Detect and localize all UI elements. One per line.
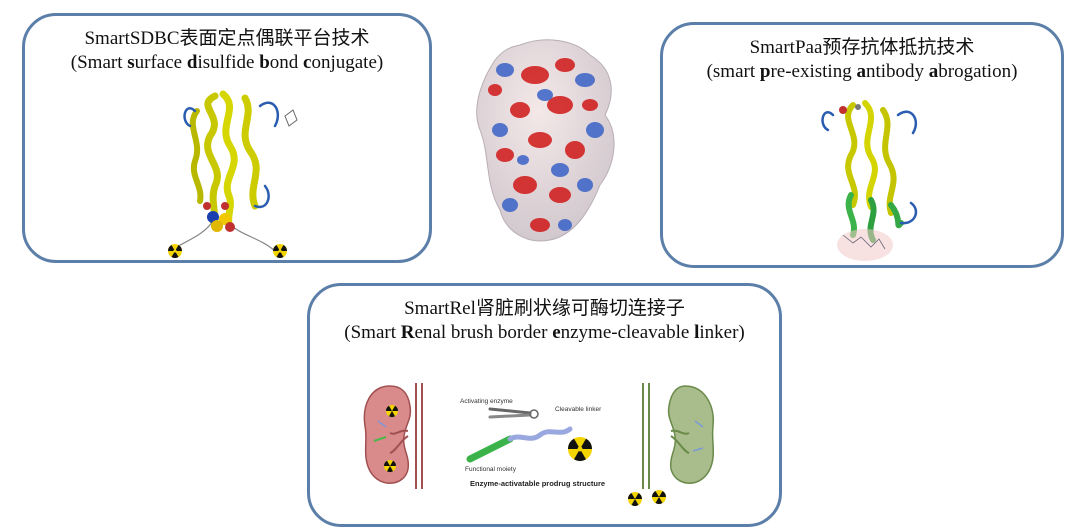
rel-title: SmartRel肾脏刷状缘可酶切连接子: [404, 298, 685, 319]
rel-subtitle: (Smart Renal brush border enzyme-cleavab…: [344, 322, 745, 343]
panel-smart-rel: SmartRel肾脏刷状缘可酶切连接子 (Smart Renal brush b…: [307, 283, 782, 527]
prodrug-diagram: Activating enzyme Cleavable linker Funct…: [460, 398, 602, 473]
cleavable-linker-label: Cleavable linker: [555, 406, 602, 413]
protein-surface-icon: [476, 39, 615, 242]
functional-moiety-label: Functional moiety: [465, 466, 517, 473]
prodrug-caption: Enzyme-activatable prodrug structure: [470, 479, 605, 488]
paa-subtitle: (smart pre-existing antibody abrogation): [706, 61, 1018, 82]
paa-title: SmartPaa预存抗体抵抗技术: [749, 37, 975, 58]
radiation-icon: [568, 437, 592, 462]
kidney-icon: [628, 383, 715, 506]
prodrug-caption-wrap: Enzyme-activatable prodrug structure: [470, 479, 605, 488]
protein-ribbon-icon: [821, 100, 918, 261]
radiation-icon: [273, 244, 287, 258]
sdbc-title: SmartSDBC表面定点偶联平台技术: [84, 28, 370, 49]
activating-enzyme-label: Activating enzyme: [460, 398, 513, 405]
panel-smart-paa: SmartPaa预存抗体抵抗技术 (smart pre-existing ant…: [660, 22, 1064, 268]
protein-ribbon-icon: [168, 90, 298, 258]
kidney-icon: [363, 383, 423, 489]
enzyme-scissors-icon: [488, 407, 539, 419]
sdbc-subtitle: (Smart surface disulfide bond conjugate): [70, 52, 384, 73]
radiation-icon: [168, 244, 182, 258]
panel-smart-sdbc: SmartSDBC表面定点偶联平台技术 (Smart surface disul…: [22, 13, 432, 263]
